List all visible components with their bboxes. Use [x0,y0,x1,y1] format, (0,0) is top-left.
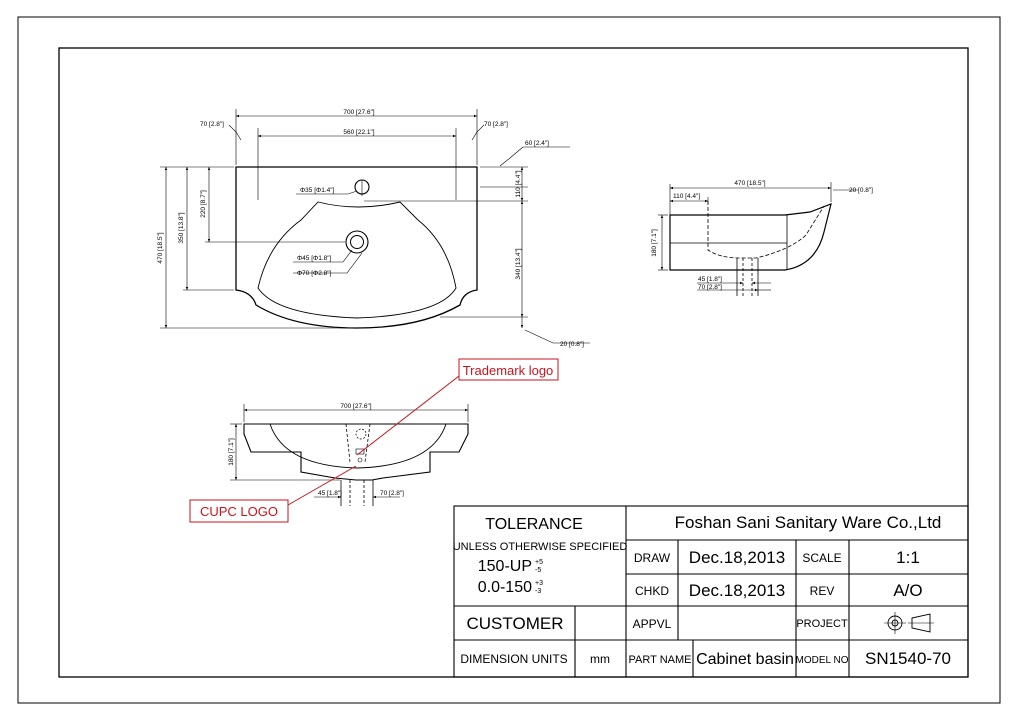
rev-label: REV [810,584,835,598]
drain-inner-circle [350,235,364,249]
units-label: DIMENSION UNITS [460,652,567,666]
basin-outline [235,166,478,329]
side-dim-height: 180 [7.1"] [651,229,658,257]
front-dim-drain-inner: 45 [1.8"] [318,490,342,497]
dim-drain-offset: 220 [8.7"] [200,190,207,218]
tolerance-note: UNLESS OTHERWISE SPECIFIED [453,541,628,553]
dim-tap-offset: 110 [4.4"] [515,170,522,197]
dim-drain-inner: Φ45 [Φ1.8"] [297,255,332,262]
side-dim-lip: 20 [0.8"] [849,187,873,194]
tolerance-range-2: 0.0-150 [478,579,532,596]
tolerance-minus-1: -5 [535,567,541,574]
dim-inner-width: 560 [22.1"] [343,129,374,136]
dim-left-edge: 70 [2.8"] [200,121,224,128]
cupc-callout-label: CUPC LOGO [200,504,278,519]
dim-bowl-depth: 350 [13.8"] [178,212,185,243]
dimension-labels: 700 [27.6"] 560 [22.1"] 70 [2.8"] 70 [2.… [157,109,873,497]
appvl-label: APPVL [633,617,672,631]
top-view [160,109,590,344]
front-view [230,404,469,506]
tolerance-title: TOLERANCE [485,516,583,533]
dim-lip: 20 [0.8"] [560,341,584,348]
title-block-text: TOLERANCE UNLESS OTHERWISE SPECIFIED 150… [453,513,951,668]
side-dim-depth: 470 [18.5"] [734,180,765,187]
side-dim-drain-inner: 45 [1.8"] [698,276,722,283]
dim-corner: 60 [2.4"] [525,140,549,147]
company-name: Foshan Sani Sanitary Ware Co.,Ltd [675,513,942,532]
drain-outer-circle [345,230,369,254]
chkd-date: Dec.18,2013 [689,581,785,600]
draw-date: Dec.18,2013 [689,548,785,567]
tolerance-minus-2: -3 [535,588,541,595]
side-view [658,182,858,296]
front-profile [243,423,469,481]
part-name-label: PART NAME [629,654,692,666]
outer-border [17,16,1001,704]
part-name-value: Cabinet basin [696,651,794,668]
bowl-inner [257,201,457,319]
dim-drain-outer: Φ70 [Φ2.8"] [297,270,332,277]
third-angle-projection-icon [884,612,934,634]
customer-label: CUSTOMER [467,614,564,633]
trademark-callout-label: Trademark logo [463,363,554,378]
side-profile [669,203,832,271]
side-dim-tap-offset: 110 [4.4"] [673,193,700,200]
side-bowl-dashed [707,201,825,259]
front-bowl [269,423,447,469]
cupc-callout-box [189,499,289,523]
trademark-callout-box [458,358,559,381]
tolerance-range-1: 150-UP [478,558,532,575]
draw-label: DRAW [634,551,671,565]
tolerance-plus-2: +3 [535,580,543,587]
rev-value: A/O [893,581,922,600]
callouts: Trademark logo CUPC LOGO [189,358,559,523]
dim-overall-depth: 470 [18.5"] [157,232,164,263]
front-dim-height: 180 [7.1"] [228,438,235,466]
side-dim-drain-outer: 70 [2.8"] [698,284,722,291]
scale-value: 1:1 [896,548,920,567]
tolerance-plus-1: +5 [535,559,543,566]
dim-front-depth: 340 [13.4"] [515,248,522,279]
dim-tap-hole: Φ35 [Φ1.4"] [300,187,335,194]
dim-overall-width: 700 [27.6"] [343,109,374,116]
title-block [453,505,969,678]
model-no-value: SN1540-70 [865,649,951,668]
units-value: mm [590,652,610,666]
model-no-label: MODEL NO [796,655,849,666]
project-label: PROJECT [796,618,848,630]
scale-label: SCALE [802,551,841,565]
chkd-label: CHKD [635,584,669,598]
front-dim-drain-outer: 70 [2.8"] [380,490,404,497]
dim-right-edge: 70 [2.8"] [484,121,508,128]
front-dim-width: 700 [27.6"] [340,403,371,410]
